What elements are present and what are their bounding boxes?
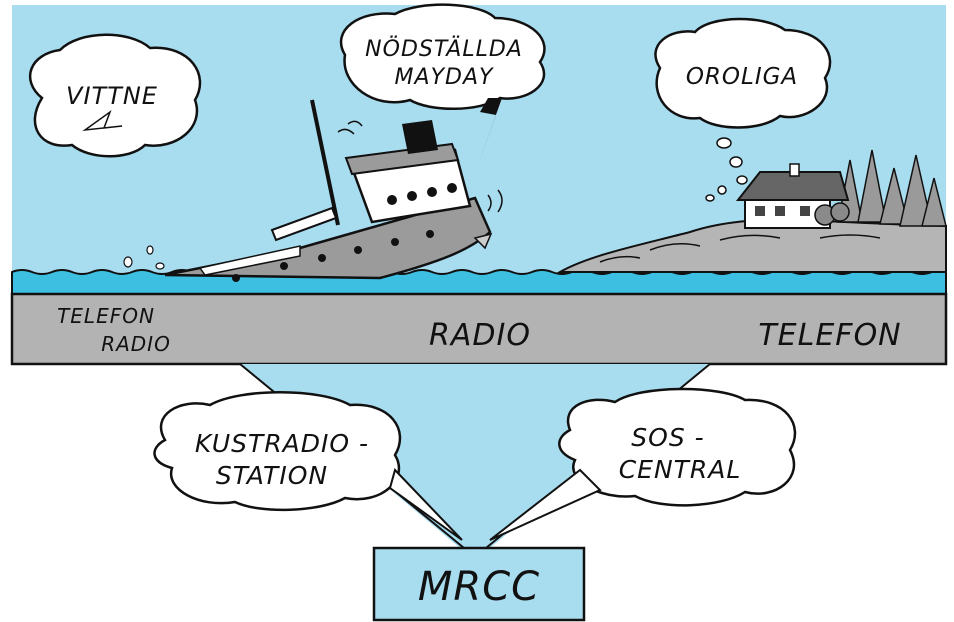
coast-radio-label-line2: STATION (216, 461, 328, 490)
witness-label: VITTNE (66, 82, 158, 110)
distress-label-line1: NÖDSTÄLLDA (365, 36, 523, 62)
worried-label: OROLIGA (686, 64, 798, 90)
mrcc-label: MRCC (418, 564, 540, 610)
band-left-line2: RADIO (101, 332, 171, 356)
band-right-label: TELEFON (758, 318, 901, 353)
sos-label-line2: CENTRAL (619, 455, 742, 484)
coast-radio-label-line1: KUSTRADIO - (195, 429, 369, 458)
water (11, 269, 947, 297)
worried-bubble: OROLIGA (654, 17, 832, 129)
communication-band (10, 292, 948, 366)
house (735, 163, 850, 229)
band-left-line1: TELEFON (57, 304, 155, 328)
binoculars-icon (82, 109, 123, 132)
sinking-ship (164, 99, 503, 282)
distress-bubble: NÖDSTÄLLDA MAYDAY (339, 3, 546, 165)
forest (837, 149, 947, 227)
band-center-label: RADIO (429, 318, 531, 353)
sos-bubble: SOS - CENTRAL (489, 387, 797, 541)
thought-trail (705, 137, 748, 202)
mrcc-box (372, 546, 586, 622)
witness-bubble: VITTNE (28, 33, 202, 158)
distress-label-line2: MAYDAY (395, 65, 494, 90)
sos-label-line1: SOS - (631, 423, 704, 452)
coast-radio-bubble: KUSTRADIO - STATION (153, 391, 463, 541)
